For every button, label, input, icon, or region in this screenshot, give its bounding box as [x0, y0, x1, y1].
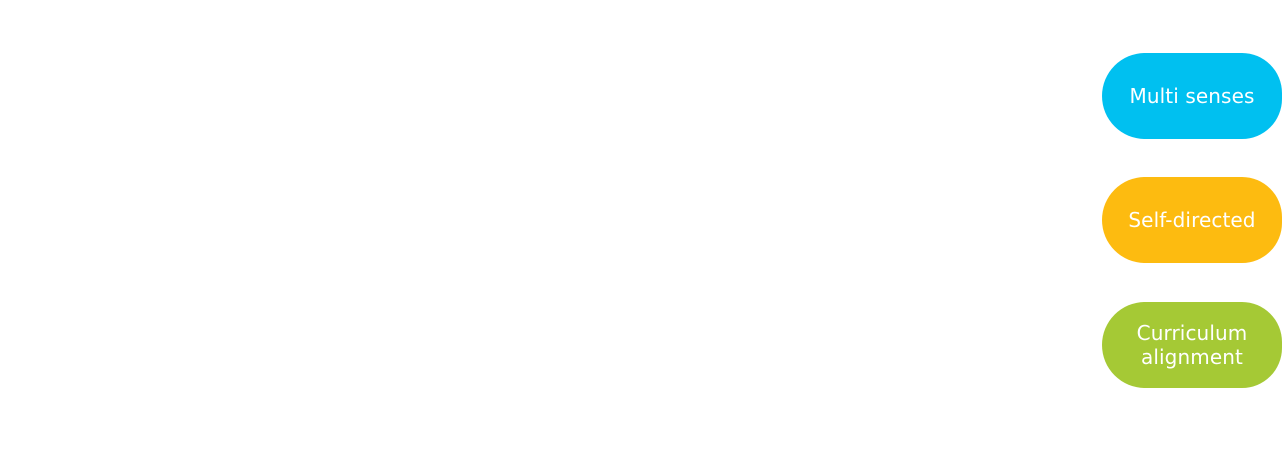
feature-pill-self-directed[interactable]: Self-directed — [1102, 177, 1282, 263]
feature-pill-label: Multi senses — [1129, 84, 1255, 108]
feature-pill-curriculum-alignment[interactable]: Curriculum alignment — [1102, 302, 1282, 388]
feature-pill-label: Curriculum alignment — [1136, 321, 1248, 369]
feature-pill-label: Self-directed — [1128, 208, 1256, 232]
feature-pill-multi-senses[interactable]: Multi senses — [1102, 53, 1282, 139]
